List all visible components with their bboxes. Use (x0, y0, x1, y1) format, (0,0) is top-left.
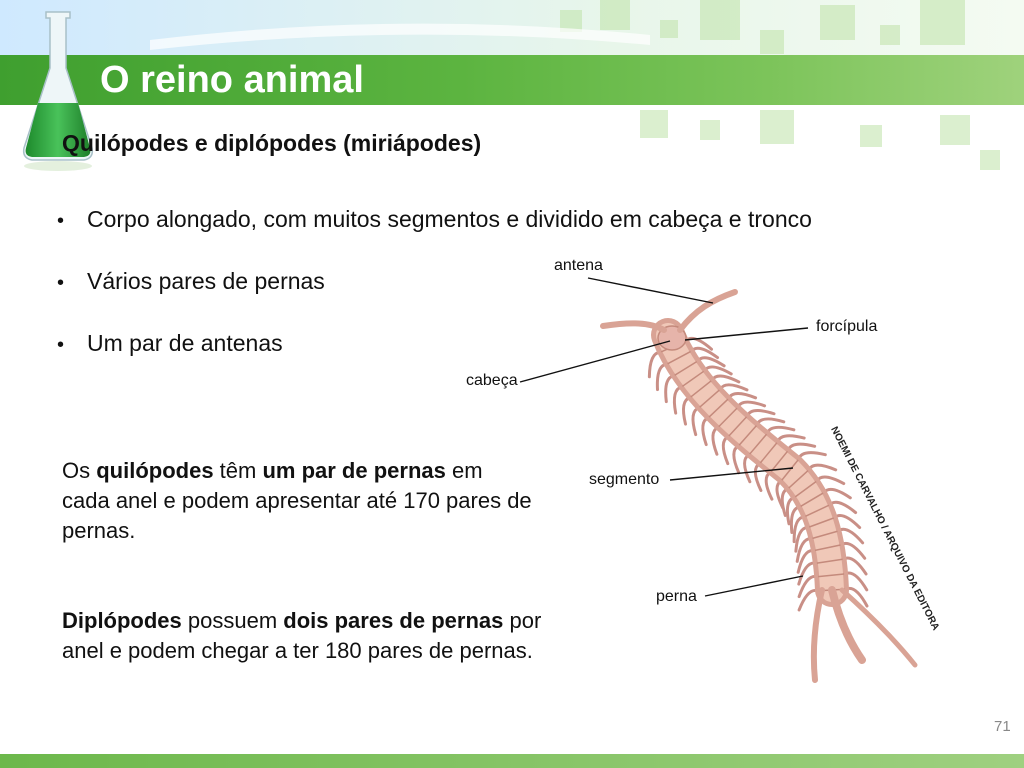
centipede-leg (664, 374, 676, 404)
label-antena: antena (554, 257, 603, 274)
centipede-leg (721, 435, 730, 466)
centipede-leg (691, 406, 701, 437)
bullet-dot-icon: • (57, 334, 65, 356)
quilopodes-paragraph: Os quilópodes têm um par de pernas em ca… (62, 458, 532, 543)
section-subtitle: Quilópodes e diplópodes (miriápodes) (62, 130, 482, 156)
bullet-item: •Corpo alongado, com muitos segmentos e … (57, 202, 812, 264)
bottom-bar (0, 754, 1024, 768)
body-segment (699, 389, 720, 408)
centipede-leg (776, 434, 806, 444)
centipede-leg (765, 425, 796, 435)
body-segment (708, 398, 729, 418)
centipede-leg (797, 588, 820, 612)
centipede-leg (736, 400, 767, 409)
slide-title: O reino animal (100, 59, 364, 101)
body-segment (682, 370, 705, 387)
body-segment (794, 480, 817, 498)
centipede-leg (711, 425, 720, 456)
bullet-dot-icon: • (57, 272, 65, 294)
centipede-leg (797, 451, 827, 461)
body-segment (816, 558, 843, 564)
body-segment (674, 360, 698, 376)
label-forcipula: forcípula (816, 318, 878, 335)
centipede-leg (727, 392, 758, 400)
body-segment (805, 504, 830, 518)
body-segment (818, 573, 845, 578)
centipede-leg (681, 396, 692, 426)
page-number: 71 (994, 718, 1011, 735)
bullet-item: •Um par de antenas (57, 326, 812, 388)
centipede-leg (701, 416, 710, 447)
bullet-item: •Vários pares de pernas (57, 264, 812, 326)
body-segment (690, 380, 712, 398)
diplopodes-paragraph: Diplópodes possuem dois pares de pernas … (62, 608, 542, 663)
label-perna: perna (656, 588, 697, 605)
centipede-leg (743, 453, 752, 484)
centipede-leg (745, 409, 776, 418)
body-segment (667, 350, 691, 365)
label-segmento: segmento (589, 471, 660, 488)
centipede-leg (786, 442, 817, 453)
body-segment (812, 530, 838, 540)
flask-icon (22, 11, 94, 171)
bullet-list: •Corpo alongado, com muitos segmentos e … (57, 202, 812, 388)
centipede-leg (755, 417, 786, 427)
centipede-illustration (519, 277, 918, 683)
body-segment (738, 425, 757, 446)
label-cabeca: cabeça (466, 372, 518, 389)
body-segment (814, 544, 841, 552)
centipede-leg (753, 462, 763, 492)
body-segment (728, 416, 748, 437)
body-segment (749, 433, 768, 455)
centipede-leg (732, 444, 741, 475)
body-segment (788, 470, 809, 489)
title-bar (0, 55, 1024, 105)
body-segment (781, 459, 799, 481)
body-segment (800, 492, 824, 507)
body-segment (718, 407, 738, 428)
centipede-leg (672, 385, 684, 415)
body-segment (759, 442, 778, 464)
body-segment (809, 517, 834, 528)
bullet-dot-icon: • (57, 210, 65, 232)
centipede-leg (718, 383, 749, 392)
body-segment (770, 450, 789, 473)
centipede-leg (807, 463, 838, 472)
